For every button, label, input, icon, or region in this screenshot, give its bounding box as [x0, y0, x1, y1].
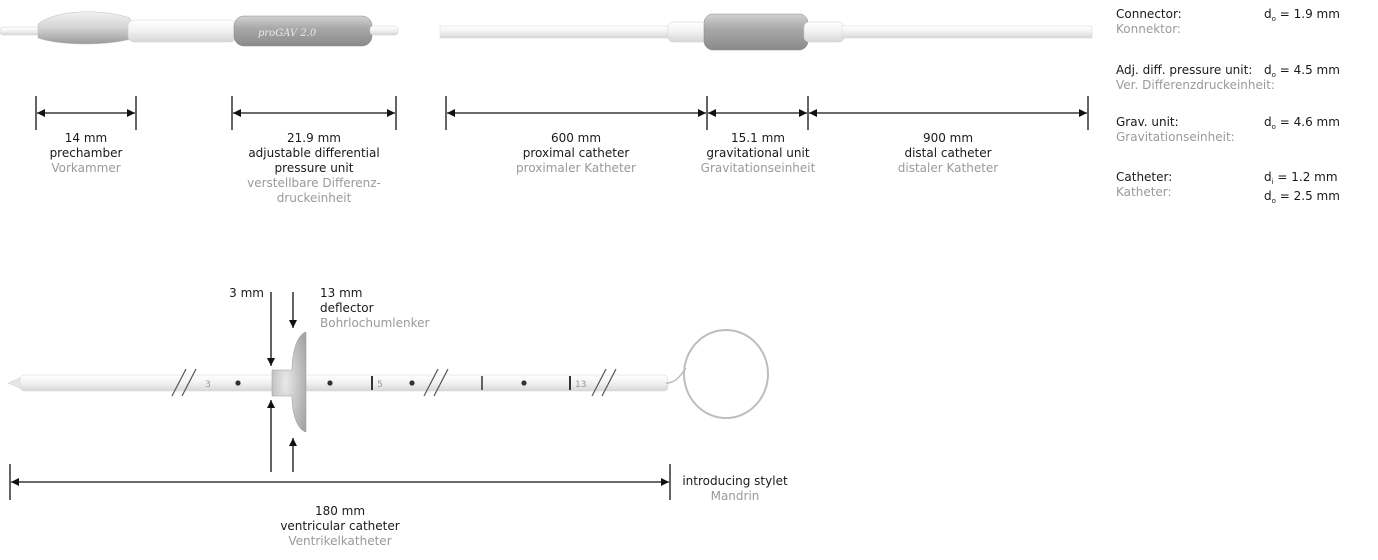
dimension-lines-top	[35, 96, 1089, 130]
deflector-dimension-arrows	[267, 292, 297, 472]
deflector-label: 13 mm deflector Bohrlochumlenker	[320, 286, 440, 331]
catheter-hole	[409, 380, 415, 386]
prechamber-body	[37, 11, 135, 45]
spec-catheter-outer-value: do = 2.5 mm	[1264, 189, 1340, 205]
adjustable-unit-label: 21.9 mm adjustable differential pressure…	[214, 131, 414, 206]
distal-sleeve	[803, 21, 845, 43]
prechamber-name: prechamber	[49, 146, 123, 160]
ventricular-catheter-name-de: Ventrikelkatheter	[288, 534, 392, 548]
gravitational-unit-body	[703, 13, 809, 51]
three-mm-dimension: 3 mm	[229, 286, 264, 300]
break-marks	[171, 368, 617, 397]
spec-gravitational-unit-value: do = 4.6 mm	[1264, 115, 1340, 131]
prechamber-name-de: Vorkammer	[51, 161, 121, 175]
spec-connector-name: Connector:	[1116, 7, 1182, 21]
introducing-stylet-name-de: Mandrin	[710, 489, 760, 503]
gravitational-unit-name-de: Gravitationseinheit	[700, 161, 816, 175]
three-mm-label: 3 mm	[222, 286, 264, 301]
catheter-scale-mark: 13	[575, 380, 586, 390]
proximal-sleeve	[667, 21, 709, 43]
prechamber-label: 14 mm prechamber Vorkammer	[36, 131, 136, 176]
spec-catheter: Catheter: Katheter: di = 1.2 mm do = 2.5…	[1116, 170, 1366, 210]
introducing-stylet-name: introducing stylet	[682, 474, 788, 488]
spec-catheter-name: Catheter:	[1116, 170, 1173, 184]
adjustable-unit-dimension: 21.9 mm	[287, 131, 341, 145]
catheter-hole	[235, 380, 241, 386]
spec-catheter-inner-value: di = 1.2 mm	[1264, 170, 1338, 186]
spec-gravitational-unit-name: Grav. unit:	[1116, 115, 1179, 129]
catheter-scale-mark: 5	[377, 380, 383, 390]
deflector-dimension: 13 mm	[320, 286, 363, 300]
distal-catheter-name-de: distaler Katheter	[897, 161, 999, 175]
device-connecting-tube	[127, 19, 237, 43]
progav-logo: proGAV 2.0	[258, 28, 317, 39]
spec-connector-name-de: Konnektor:	[1116, 22, 1181, 36]
ventricular-catheter-label: 180 mm ventricular catheter Ventrikelkat…	[260, 504, 420, 549]
catheter-hole	[521, 380, 527, 386]
adjustable-unit-name-de-line1: verstellbare Differenz-	[247, 176, 381, 190]
proximal-catheter-dimension: 600 mm	[550, 131, 602, 145]
ventricular-catheter-dimension: 180 mm	[314, 504, 366, 518]
ventricular-catheter-name: ventricular catheter	[280, 519, 400, 533]
spec-connector-value: do = 1.9 mm	[1264, 7, 1340, 23]
adjustable-unit-name-line2: pressure unit	[274, 161, 354, 175]
spec-gravitational-unit-name-de: Gravitationseinheit:	[1116, 130, 1235, 144]
deflector-body	[271, 331, 307, 433]
catheter-hole	[327, 380, 333, 386]
spec-catheter-name-de: Katheter:	[1116, 185, 1172, 199]
ventricular-dimension	[9, 464, 671, 500]
introducing-stylet-label: introducing stylet Mandrin	[670, 474, 800, 504]
proximal-catheter-label: 600 mm proximal catheter proximaler Kath…	[506, 131, 646, 176]
ventricular-catheter-device: 3 5 13	[7, 329, 769, 433]
proximal-catheter-name: proximal catheter	[522, 146, 630, 160]
gravitational-unit-device	[439, 13, 1093, 51]
proximal-catheter-name-de: proximaler Katheter	[516, 161, 636, 175]
inlet-connector	[0, 26, 41, 36]
distal-catheter-dimension: 900 mm	[922, 131, 974, 145]
spec-adjustable-unit: Adj. diff. pressure unit: Ver. Differenz…	[1116, 63, 1378, 97]
spec-adjustable-unit-name: Adj. diff. pressure unit:	[1116, 63, 1253, 77]
deflector-name-de: Bohrlochumlenker	[320, 316, 430, 330]
distal-catheter-tube	[841, 25, 1093, 39]
prechamber-and-adjustable-unit-device: proGAV 2.0	[0, 11, 399, 47]
spec-connector: Connector: Konnektor: do = 1.9 mm	[1116, 7, 1366, 41]
outlet-connector	[369, 25, 399, 36]
distal-catheter-name: distal catheter	[904, 146, 992, 160]
gravitational-unit-label: 15.1 mm gravitational unit Gravitationse…	[688, 131, 828, 176]
distal-catheter-label: 900 mm distal catheter distaler Katheter	[878, 131, 1018, 176]
deflector-name: deflector	[320, 301, 374, 315]
adjustable-unit-name-line1: adjustable differential	[248, 146, 380, 160]
prechamber-dimension: 14 mm	[64, 131, 108, 145]
stylet-wire	[665, 367, 687, 384]
stylet-ring	[683, 329, 769, 419]
gravitational-unit-dimension: 15.1 mm	[731, 131, 785, 145]
spec-adjustable-unit-value: do = 4.5 mm	[1264, 63, 1340, 79]
spec-gravitational-unit: Grav. unit: Gravitationseinheit: do = 4.…	[1116, 115, 1366, 149]
adjustable-unit-name-de-line2: druckeinheit	[276, 191, 352, 205]
gravitational-unit-name: gravitational unit	[706, 146, 810, 160]
catheter-scale-mark: 3	[205, 380, 211, 390]
proximal-catheter-tube	[439, 25, 671, 39]
spec-adjustable-unit-name-de: Ver. Differenzdruckeinheit:	[1116, 78, 1275, 92]
